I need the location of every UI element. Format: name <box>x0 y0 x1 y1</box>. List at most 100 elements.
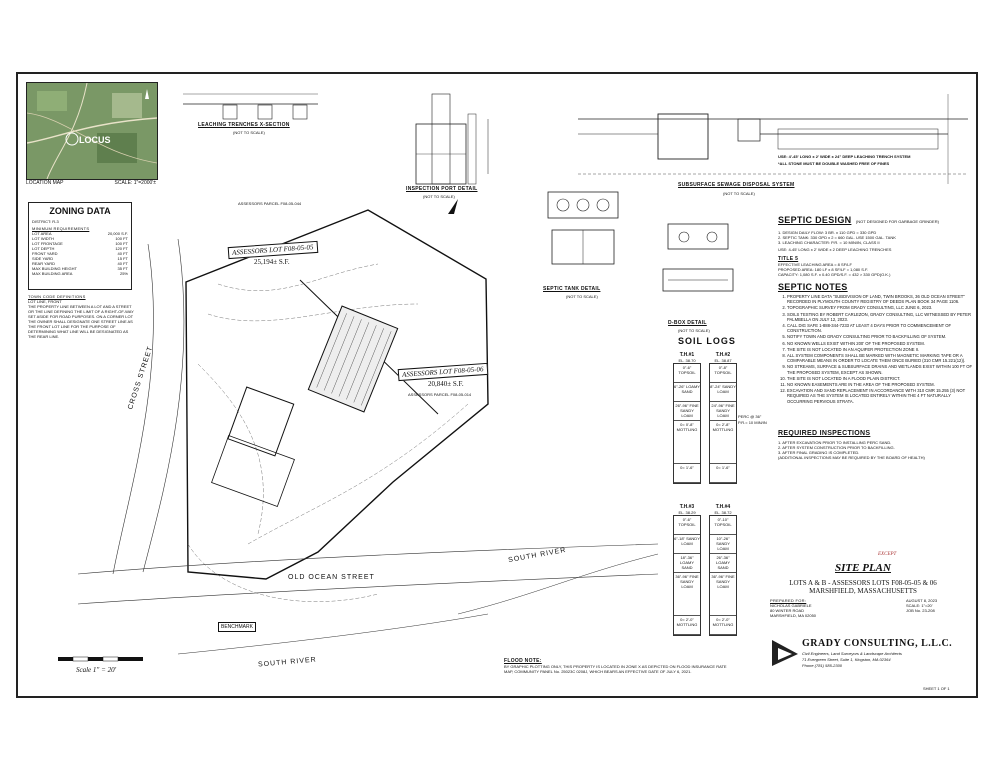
soil-log-row: 0"-6" TOPSOIL <box>674 364 700 383</box>
title5-heading: TITLE 5 <box>778 256 799 262</box>
soil-log-row: 0= 2'-0" MOTTLING <box>674 616 700 635</box>
zoning-row-key: SIDE YARD <box>32 256 54 261</box>
soil-log-row: 6"-26" LOAMY SAND <box>674 383 700 402</box>
firm-address: 71 Evergreen Street, Suite 1, Kingston, … <box>802 657 891 662</box>
soil-log-row: 0"-10" TOPSOIL <box>710 516 736 535</box>
septic-note-item: NO KNOWN WELLS EXIST WITHIN 200' OF THE … <box>787 341 973 346</box>
location-map-image <box>27 83 157 179</box>
soil-log-row: 0"-8" TOPSOIL <box>710 364 736 383</box>
location-map-label: LOCATION MAP <box>26 180 64 186</box>
soil-log-row: 26"-36" LOAMY SAND <box>710 554 736 573</box>
prepared-for: PREPARED FOR: NICHOLAS GABRIELE 80 WINTE… <box>770 598 850 618</box>
septic-note-item: SOILS TESTING BY ROBERT CARLEZON, GRADY … <box>787 312 973 322</box>
soil-log-row: 18"-36" LOAMY SAND <box>674 554 700 573</box>
septic-note-item: EXCAVATION AND SAND REPLACEMENT IN ACCOR… <box>787 388 973 404</box>
client-address: 80 WINTER ROAD <box>770 608 805 613</box>
except-stamp: EXCEPT <box>878 552 897 557</box>
soil-log-elevation: EL. 38.70 <box>678 358 696 363</box>
zoning-row-value: 100 FT <box>115 241 128 246</box>
title-lots: LOTS A & B - ASSESSORS LOTS F08-05-05 & … <box>789 579 937 587</box>
zoning-row: LOT WIDTH 100 FT <box>32 236 128 241</box>
prepared-for-label: PREPARED FOR: <box>770 598 807 603</box>
plan-linework <box>58 93 968 662</box>
soil-log-row: 0= 0'-8" MOTTLING <box>674 421 700 464</box>
inspection-item: 1. AFTER EXCAVATION PRIOR TO INSTALLING … <box>778 440 892 445</box>
septic-note-item: THE SITE IS NOT LOCATED IN A FLOOD PLAIN… <box>787 376 973 381</box>
soil-log-row: 36"-96" FINE SANDY LOAM <box>710 573 736 616</box>
d-box-nts: (NOT TO SCALE) <box>678 328 710 333</box>
septic-notes-section: SEPTIC NOTES PROPERTY LINE DATA "SUBDIVI… <box>778 282 973 405</box>
client-town: MARSHFIELD, MA 02050 <box>770 613 817 618</box>
soil-log-row: 10"-26" SANDY LOAM <box>710 535 736 554</box>
soil-log-row: 0= 2'-8" MOTTLING <box>710 421 736 464</box>
firm-block: GRADY CONSULTING, L.L.C. Civil Engineers… <box>770 634 975 694</box>
septic-notes-list: PROPERTY LINE DATA "SUBDIVISION OF LAND,… <box>778 294 973 404</box>
zoning-district: DISTRICT: R-3 <box>32 219 59 224</box>
septic-design-line: 3. LEACHING CHARACTER: P.R. = 10 MIN/IN,… <box>778 240 880 245</box>
inspections-section: REQUIRED INSPECTIONS 1. AFTER EXCAVATION… <box>778 430 973 460</box>
firm-phone: Phone (781) 585-2300 <box>802 663 843 668</box>
title5-proposed: PROPOSED AREA: 180 LF x 8 SF/LF = 1,080 … <box>778 267 869 272</box>
job-scale: SCALE: 1"=20' <box>906 603 933 608</box>
flood-note: FLOOD NOTE: BY GRAPHIC PLOTTING ONLY, TH… <box>504 658 734 674</box>
defs-text: THE PROPERTY LINE BETWEEN A LOT AND A ST… <box>28 304 134 339</box>
site-plan-drawing <box>58 199 659 662</box>
septic-note-item: PROPERTY LINE DATA "SUBDIVISION OF LAND,… <box>787 294 973 304</box>
soil-log-elevation: EL. 38.29 <box>678 510 696 515</box>
subsurface-nts: (NOT TO SCALE) <box>723 191 755 196</box>
zoning-row-key: LOT WIDTH <box>32 236 54 241</box>
soil-log-row: 0= 1'-6" <box>710 464 736 483</box>
soil-log-id: T.H.#2 <box>715 352 731 358</box>
soil-logs-title: SOIL LOGS <box>678 336 736 346</box>
perc-rate: P.R.= 10 MIN/IN <box>738 420 767 425</box>
location-map-scale: SCALE: 1"=2000'± <box>114 180 156 186</box>
title5-rate: EFFECTIVE LEACHING AREA = 8 SF/LF <box>778 262 852 267</box>
leaching-trenches-title: LEACHING TRENCHES X-SECTION <box>198 122 290 128</box>
d-box-title: D-BOX DETAIL <box>668 320 707 326</box>
septic-note-item: TOPOGRAPHIC SURVEY FROM GRADY CONSULTING… <box>787 305 973 310</box>
zoning-row-value: 25% <box>119 271 128 276</box>
zoning-row-value: 40 FT <box>117 261 128 266</box>
inspection-item: 3. AFTER FINAL GRADING IS COMPLETED. <box>778 450 860 455</box>
firm-logo-icon <box>772 640 798 666</box>
zoning-row-value: 100 FT <box>115 236 128 241</box>
soil-log-row: 8"-24" SANDY LOAM <box>710 383 736 402</box>
inspection-item: (ADDITIONAL INSPECTIONS MAY BE REQUIRED … <box>778 455 925 460</box>
locus-label: LOCUS <box>79 135 111 145</box>
septic-tank-drawing <box>547 191 619 265</box>
abutter-north-label: ASSESSORS PARCEL F08-05-044 <box>238 201 302 206</box>
perc-label: PERC @ 36" <box>738 414 762 419</box>
soil-log-row: 26"-96" FINE SANDY LOAM <box>674 402 700 421</box>
zoning-row-value: 15 FT <box>117 256 128 261</box>
soil-log-row: 0"-6" TOPSOIL <box>674 516 700 535</box>
flood-title: FLOOD NOTE: <box>504 658 542 664</box>
inspection-port-title: INSPECTION PORT DETAIL <box>406 186 478 192</box>
inspection-port-nts: (NOT TO SCALE) <box>423 194 455 199</box>
subsurface-title: SUBSURFACE SEWAGE DISPOSAL SYSTEM <box>678 182 795 188</box>
inspections-title: REQUIRED INSPECTIONS <box>778 430 871 437</box>
zoning-row-key: LOT AREA <box>32 231 52 236</box>
septic-note-item: CALL DIG SAFE 1-888-344-7233 AT LEAST 4 … <box>787 323 973 333</box>
flood-text: BY GRAPHIC PLOTTING ONLY, THIS PROPERTY … <box>504 664 727 674</box>
septic-design-title: SEPTIC DESIGN <box>778 215 852 225</box>
abutter-east-label: ASSESSORS PARCEL F08-05-014 <box>408 392 472 397</box>
zoning-row-value: 40 FT <box>117 251 128 256</box>
job-info: AUGUST 8, 2023 SCALE: 1"=20' JOB No. 23-… <box>906 598 970 613</box>
septic-note-item: NO STREAMS, SURFACE & SUBSURFACE DRAINS … <box>787 364 973 374</box>
site-plan-title: SITE PLAN <box>835 562 891 574</box>
zoning-data-box: ZONING DATA DISTRICT: R-3 MINIMUM REQUIR… <box>28 202 132 290</box>
zoning-row-key: MAX BUILDING HEIGHT <box>32 266 77 271</box>
inspection-item: 2. AFTER SYSTEM CONSTRUCTION PRIOR TO BA… <box>778 445 895 450</box>
